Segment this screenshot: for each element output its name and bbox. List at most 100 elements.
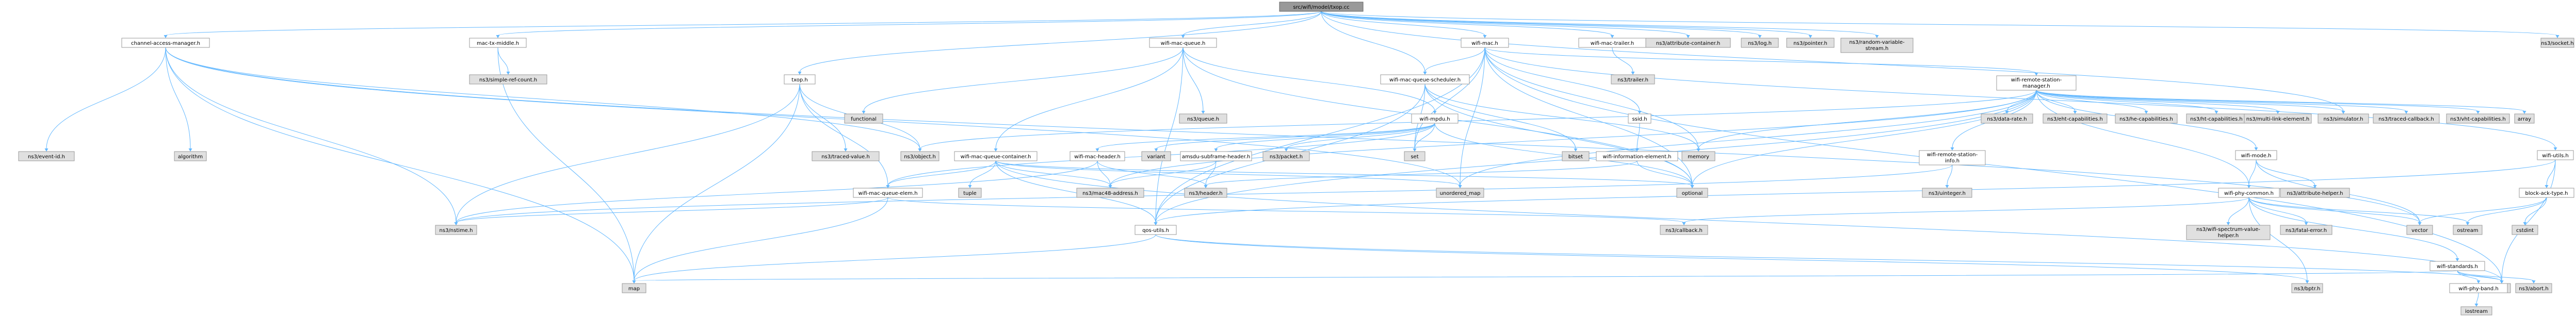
node-mac48: ns3/mac48-address.h — [1076, 188, 1144, 198]
node-remotestation[interactable]: wifi-remote-station-manager.h — [1996, 75, 2077, 91]
node-callback: ns3/callback.h — [1660, 225, 1708, 235]
node-label: qos-utils.h — [1142, 228, 1169, 234]
arrowhead-root-to-txop — [798, 72, 802, 75]
arrowhead-mqelem-to-nstime — [454, 222, 458, 225]
edge-remotestation-to-multilink — [2036, 90, 2278, 112]
edge-blockack-to-ostream — [2467, 197, 2547, 223]
node-tuple: tuple — [958, 188, 982, 198]
node-macqueue[interactable]: wifi-mac-queue.h — [1149, 38, 1217, 48]
edge-remotestation-to-hecap — [2036, 90, 2147, 112]
arrowhead-wifimac-to-mqsched — [1423, 72, 1427, 75]
node-datarate: ns3/data-rate.h — [1981, 113, 2033, 124]
node-rsinfo[interactable]: wifi-remote-station-info.h — [1919, 150, 1986, 165]
edge-wifimpdu-to-amsdu — [1216, 123, 1435, 149]
node-label: ns3/queue.h — [1187, 117, 1219, 122]
node-root[interactable]: src/wifi/model/txop.cc — [1279, 2, 1364, 12]
node-mqcontainer[interactable]: wifi-mac-queue-container.h — [954, 151, 1038, 161]
node-mactxmiddle[interactable]: mac-tx-middle.h — [469, 38, 527, 48]
node-box — [1279, 2, 1364, 12]
node-label: wifi-mac-queue-container.h — [961, 154, 1031, 160]
node-label: ns3/ht-capabilities.h — [2190, 117, 2243, 122]
edge-wifimac-to-unorderedmap — [1460, 47, 1485, 186]
edge-macqueue-to-wifimpdu — [1182, 47, 1435, 112]
node-multilink: ns3/multi-link-element.h — [2244, 113, 2312, 124]
node-label: wifi-mode.h — [2241, 153, 2272, 159]
edge-phycommon-to-bptr — [2248, 197, 2308, 281]
edge-qosutils-to-map — [634, 234, 1156, 281]
edge-wifistandards-to-phyband — [2457, 270, 2479, 281]
node-label: ns3/pointer.h — [1793, 41, 1827, 46]
node-infoelem[interactable]: wifi-information-element.h — [1596, 151, 1678, 161]
node-box — [844, 113, 883, 124]
node-macheader[interactable]: wifi-mac-header.h — [1070, 151, 1125, 161]
node-blockack[interactable]: block-ack-type.h — [2519, 188, 2574, 198]
node-box — [2449, 283, 2508, 293]
node-mactrailer[interactable]: wifi-mac-trailer.h — [1578, 38, 1646, 48]
edge-remotestation-to-object — [919, 90, 2037, 149]
arrowhead-remotestation-to-object — [918, 148, 922, 152]
node-attrhelper: ns3/attribute-helper.h — [2280, 188, 2350, 198]
node-wifimac[interactable]: wifi-mac.h — [1461, 38, 1509, 48]
node-label: ns3/traced-callback.h — [2378, 117, 2434, 122]
arrowhead-root-to-macqueue — [1181, 35, 1185, 38]
node-object: ns3/object.h — [900, 151, 939, 161]
arrowhead-remotestation-to-tracedcb — [2404, 111, 2408, 114]
node-amsdu[interactable]: amsdu-subframe-header.h — [1180, 151, 1252, 161]
node-label: wifi-mac-queue-elem.h — [858, 191, 917, 196]
edge-qosutils-to-bptr — [1155, 234, 2308, 281]
node-bptr: ns3/bptr.h — [2291, 283, 2323, 293]
node-box — [121, 38, 210, 48]
arrowhead-root-to-socket — [2555, 35, 2559, 38]
arrowhead-phycommon-to-callback — [1682, 222, 1686, 225]
node-box — [958, 188, 982, 198]
node-box — [469, 38, 527, 48]
arrowhead-wifistandards-to-map — [632, 280, 636, 284]
node-wifimpdu[interactable]: wifi-mpdu.h — [1411, 113, 1459, 124]
edge-phycommon-to-ostream — [2248, 197, 2468, 223]
node-box — [812, 151, 880, 161]
node-txop[interactable]: txop.h — [784, 74, 816, 85]
edge-amsdu-to-header — [1205, 160, 1217, 186]
node-ostream: ostream — [2453, 225, 2483, 235]
edge-root-to-pointer — [1321, 11, 1811, 36]
arrowhead-amsdu-to-mac48 — [1108, 185, 1112, 188]
node-label: ns3/traced-value.h — [821, 154, 870, 160]
edge-wifimpdu-to-macheader — [1097, 123, 1435, 149]
arrowhead-remotestation-to-htcap — [2214, 111, 2218, 114]
arrowhead-qosutils-to-bptr — [2305, 280, 2309, 284]
node-box — [1596, 151, 1678, 161]
arrowhead-remotestation-to-simulator — [2341, 111, 2345, 114]
node-wifimode[interactable]: wifi-mode.h — [2235, 150, 2277, 160]
node-nstime: ns3/nstime.h — [435, 225, 477, 235]
edge-amsdu-to-mac48 — [1110, 160, 1217, 186]
node-camgr[interactable]: channel-access-manager.h — [121, 38, 210, 48]
edge-phycommon-to-fatalerror — [2248, 197, 2307, 223]
node-phyband[interactable]: wifi-phy-band.h — [2449, 283, 2508, 293]
node-label: info.h — [1945, 158, 1959, 164]
node-mqsched[interactable]: wifi-mac-queue-scheduler.h — [1380, 74, 1470, 85]
arrowhead-phyband-to-iostream — [2474, 304, 2478, 307]
edge-root-to-txop — [799, 11, 1322, 73]
node-label: ns3/object.h — [904, 154, 936, 160]
node-mqelem[interactable]: wifi-mac-queue-elem.h — [853, 188, 923, 198]
node-abort: ns3/abort.h — [2515, 283, 2552, 293]
node-box — [2429, 261, 2485, 271]
node-wifistandards[interactable]: wifi-standards.h — [2429, 261, 2485, 271]
arrowhead-remotestation-to-ehtcap — [2073, 111, 2077, 114]
arrowhead-blockack-to-ostream — [2466, 222, 2470, 225]
node-phycommon[interactable]: wifi-phy-common.h — [2218, 188, 2280, 198]
edge-remotestation-to-mac48 — [1110, 90, 2037, 186]
arrowhead-wifiutils-to-qosutils — [1154, 222, 1158, 225]
node-ssid[interactable]: ssid.h — [1628, 113, 1651, 124]
node-label: bitset — [1568, 154, 1583, 160]
edge-wifistandards-to-abort — [2457, 270, 2534, 281]
node-label: wifi-mpdu.h — [1419, 117, 1450, 122]
node-box — [2512, 225, 2538, 235]
edge-remotestation-to-tracedcb — [2036, 90, 2407, 112]
node-wifiutils[interactable]: wifi-utils.h — [2537, 150, 2574, 160]
node-label: wifi-mac-trailer.h — [1591, 41, 1634, 46]
arrowhead-blockack-to-cstdint — [2523, 222, 2527, 225]
edge-remotestation-to-htcap — [2036, 90, 2217, 112]
edge-root-to-camgr — [165, 11, 1322, 36]
node-qosutils[interactable]: qos-utils.h — [1135, 225, 1177, 235]
